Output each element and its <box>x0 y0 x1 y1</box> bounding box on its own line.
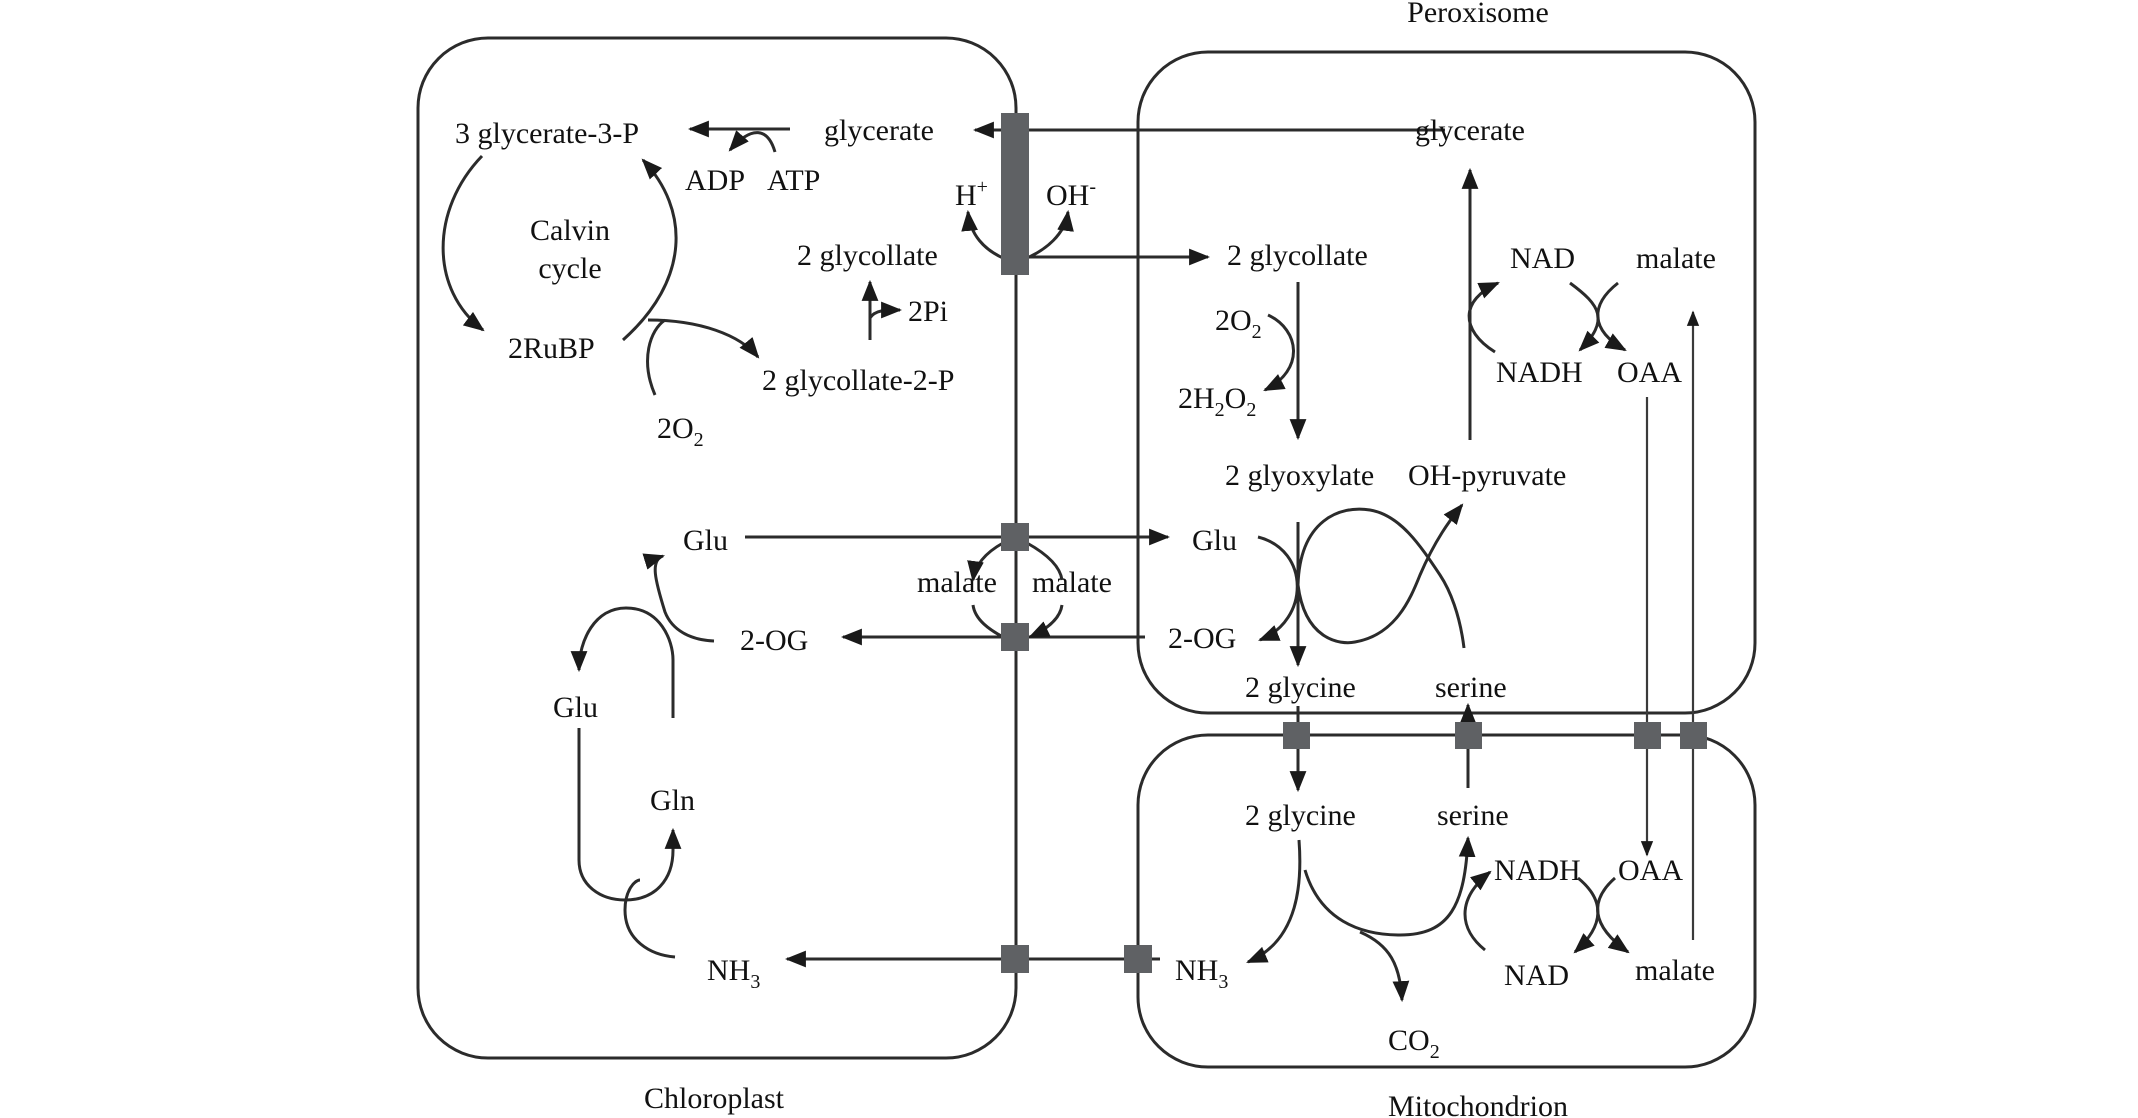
per-og-label: 2-OG <box>1168 622 1236 655</box>
arrow-og-to-glu <box>642 553 715 643</box>
per-malate-cross <box>1596 281 1627 352</box>
oh-minus-arrow <box>1026 209 1074 260</box>
per-nad-cross-1 <box>1569 281 1600 352</box>
calvin-cycle: 3 glycerate-3-P Calvin cycle 2RuBP 2O2 2… <box>441 117 954 451</box>
arrow-glycine-to-nh3 <box>1246 839 1302 964</box>
per-serine-label: serine <box>1435 671 1507 704</box>
nad-to-nadh-arc <box>1463 870 1492 952</box>
h-plus-arrow <box>961 209 1004 260</box>
arrow-glu-to-gln <box>577 827 682 902</box>
malate-left-arc-bottom <box>971 604 1004 639</box>
mitochondrion-membrane <box>1136 733 1757 1069</box>
arrow-g3p-to-rubp <box>441 154 485 332</box>
chloroplast-label: Chloroplast <box>644 1082 785 1115</box>
adp-label: ADP <box>685 164 745 197</box>
glyoxylate-label: 2 glyoxylate <box>1225 459 1374 492</box>
calvin-label-2: cycle <box>538 252 601 285</box>
mit-oaa-cross <box>1596 876 1630 954</box>
arrow-rubp-to-g3p <box>621 158 678 342</box>
per-oaa-label: OAA <box>1617 356 1682 389</box>
malate-left-arrow-top <box>967 541 1004 583</box>
glycollate-2p-label: 2 glycollate-2-P <box>762 364 954 397</box>
pi-label: 2Pi <box>908 295 948 328</box>
pi-release-arrow <box>868 301 903 319</box>
per-glycine-label: 2 glycine <box>1245 671 1356 704</box>
calvin-label-1: Calvin <box>530 214 610 247</box>
rubp-label: 2RuBP <box>508 332 595 365</box>
atp-label: ATP <box>767 164 820 197</box>
per-nad-label: NAD <box>1510 242 1575 275</box>
mit-nh3-label: NH3 <box>1175 954 1228 993</box>
chl-glu-loop-label: Glu <box>553 691 598 724</box>
o2-curve <box>646 318 666 396</box>
nadh-to-nad-arc <box>1467 281 1500 354</box>
mit-oaa-label: OAA <box>1618 854 1683 887</box>
mit-nad-label: NAD <box>1504 959 1569 992</box>
per-glycerate-label: glycerate <box>1415 114 1525 147</box>
arrow-gln-to-glu <box>570 606 675 718</box>
mitochondrion-nh3-transporter <box>1124 945 1152 973</box>
malate-transporter <box>1680 722 1707 749</box>
chl-og-label: 2-OG <box>740 624 808 657</box>
chl-o2-label: 2O2 <box>657 412 704 451</box>
malate-left-label: malate <box>917 566 997 599</box>
peroxisome-membrane <box>1136 50 1757 715</box>
glycine-transporter <box>1283 722 1310 749</box>
gln-label: Gln <box>650 784 695 817</box>
arrow-glycine-to-serine <box>1303 835 1476 937</box>
co2-label: CO2 <box>1388 1024 1440 1063</box>
per-glu-label: Glu <box>1192 524 1237 557</box>
glycerate-3p-label: 3 glycerate-3-P <box>455 117 639 150</box>
peroxisome-label: Peroxisome <box>1407 0 1549 29</box>
h-plus-label: H+ <box>955 176 988 212</box>
nh3-to-loop <box>623 878 676 959</box>
malate-right-arrow-bottom <box>1028 604 1064 639</box>
atp-adp-curve <box>728 130 777 153</box>
malate-right-label: malate <box>1032 566 1112 599</box>
glu-malate-transporter <box>1001 523 1029 551</box>
chloroplast-nh3-transporter <box>1001 945 1029 973</box>
per-nadh-label: NADH <box>1496 356 1583 389</box>
per-malate-label: malate <box>1636 242 1716 275</box>
mitochondrion-label: Mitochondrion <box>1388 1090 1568 1118</box>
mit-serine-label: serine <box>1437 799 1509 832</box>
chl-glycollate-label: 2 glycollate <box>797 239 938 272</box>
serine-curve <box>1296 507 1466 649</box>
h2o2-label: 2H2O2 <box>1178 382 1256 421</box>
oaa-transporter <box>1634 722 1661 749</box>
glu-to-og-arc <box>1257 535 1299 642</box>
oh-pyruvate-label: OH-pyruvate <box>1408 459 1566 492</box>
chl-nh3-label: NH3 <box>707 954 760 993</box>
per-o2-label: 2O2 <box>1215 304 1262 343</box>
arrow-serine-to-ohpyruvate <box>1296 503 1464 645</box>
glycerate-glycollate-transporter <box>1001 113 1029 275</box>
o2-h2o2-arc <box>1263 313 1295 392</box>
per-glycollate-label: 2 glycollate <box>1227 239 1368 272</box>
oh-minus-label: OH- <box>1046 176 1096 212</box>
chl-glycerate-label: glycerate <box>824 114 934 147</box>
arrow-rubp-to-glycollate-2p <box>647 318 760 359</box>
arrow-to-co2 <box>1359 930 1410 1003</box>
mit-nadh-cross <box>1573 876 1600 954</box>
serine-transporter <box>1455 722 1482 749</box>
mit-nadh-label: NADH <box>1494 854 1581 887</box>
malate-right-arc-top <box>1026 541 1064 581</box>
mit-malate-label: malate <box>1635 954 1715 987</box>
chl-glu-top-label: Glu <box>683 524 728 557</box>
og-malate-transporter <box>1001 623 1029 651</box>
mit-glycine-label: 2 glycine <box>1245 799 1356 832</box>
